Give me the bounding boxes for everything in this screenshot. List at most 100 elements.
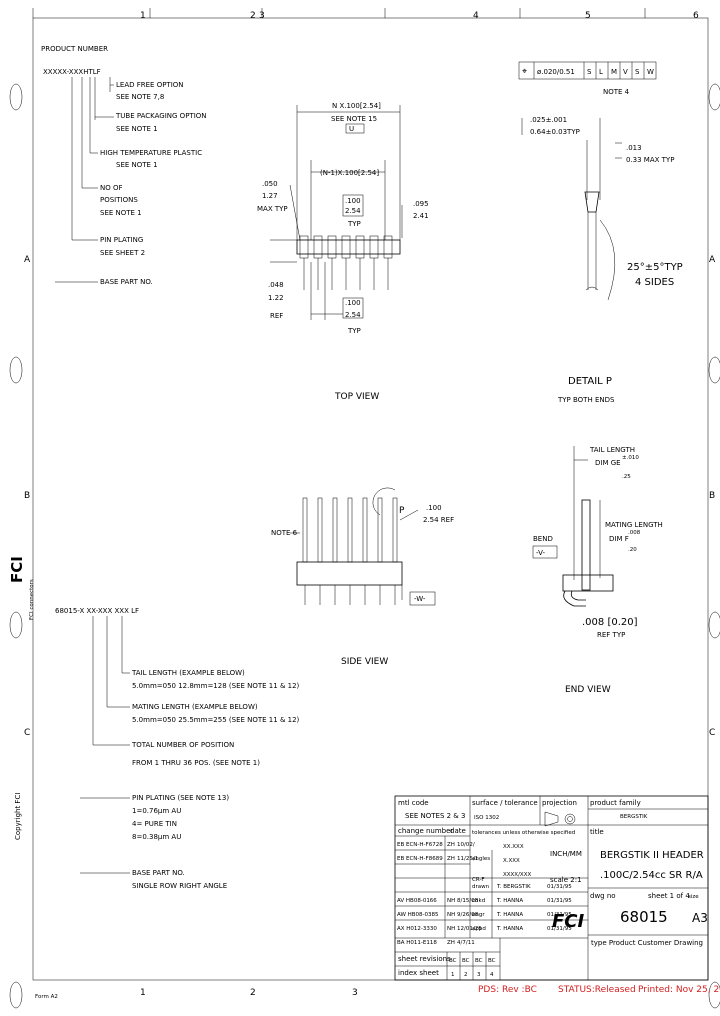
dim-typ-b: TYP — [347, 327, 361, 335]
zone-bottom-2: 2 — [250, 988, 256, 998]
sign-role: engr — [472, 912, 485, 918]
side-view: NOTE 6 -W- P .100 2.54 REF SIDE VIEW — [271, 487, 454, 667]
fci-logo-icon: FCI — [8, 556, 26, 583]
zone-top-5: 5 — [585, 11, 591, 21]
tolerance-modifier: L — [599, 68, 603, 76]
punch-hole — [9, 83, 23, 111]
svg-text:FCI: FCI — [552, 911, 585, 932]
dim-pitch: (N-1)X.100[2.54] — [320, 169, 379, 177]
dim-122: 1.22 — [268, 294, 284, 302]
detail-025: .025±.001 — [530, 116, 567, 124]
ordering-base-1: BASE PART NO. — [132, 869, 185, 877]
top-pin — [369, 235, 379, 259]
option-high-temp: HIGH TEMPERATURE PLASTIC — [100, 149, 202, 157]
signer-date: 01/31/95 — [547, 884, 572, 890]
option-positions-note: SEE NOTE 1 — [100, 209, 142, 217]
position-symbol: ⌖ — [522, 67, 527, 77]
ordering-plating-4: 8=0.38µm AU — [132, 833, 181, 841]
zone-bottom-3: 3 — [352, 988, 358, 998]
top-pin — [299, 235, 309, 259]
option-pin-plating: PIN PLATING — [100, 236, 143, 244]
side-pin — [392, 497, 398, 563]
change-author: ZH — [447, 856, 455, 862]
change-number: AX H012-3330 — [397, 926, 437, 932]
option-pin-plating-note: SEE SHEET 2 — [100, 249, 145, 257]
punch-hole — [9, 356, 23, 384]
top-pin — [313, 235, 323, 259]
ordering-base-2: SINGLE ROW RIGHT ANGLE — [132, 882, 227, 890]
detail-064: 0.64±0.03TYP — [530, 128, 580, 136]
sheet-index: 4 — [490, 972, 494, 978]
ordering-positions-2: FROM 1 THRU 36 POS. (SEE NOTE 1) — [132, 759, 260, 767]
tb-dim-2: X.XXX — [503, 858, 520, 864]
tb-cr: CR-F — [472, 877, 485, 883]
change-author: NH — [447, 898, 455, 904]
tolerance-modifier: S — [635, 68, 640, 76]
dim-254a: 2.54 — [345, 207, 361, 215]
option-tube-pack-note: SEE NOTE 1 — [116, 125, 158, 133]
ordering-tail-1: TAIL LENGTH (EXAMPLE BELOW) — [131, 669, 245, 677]
side-pin — [362, 497, 368, 563]
tb-dim-1: XX.XXX — [503, 844, 524, 850]
side-dim-254: 2.54 REF — [423, 516, 454, 524]
zone-top-6: 6 — [693, 11, 699, 21]
signer-name: T. HANNA — [496, 926, 523, 932]
side-view-label: SIDE VIEW — [341, 657, 388, 667]
signer-name: T. HANNA — [496, 912, 523, 918]
tb-change-hdr: change number — [398, 827, 453, 835]
detail-angle: 25°±5°TYP — [627, 262, 683, 273]
sheet-rev: BC — [462, 958, 470, 964]
change-author: NH — [447, 912, 455, 918]
change-author: ZH — [447, 842, 455, 848]
tb-dim-3: XXXX/XXX — [503, 872, 531, 878]
punch-hole — [708, 83, 720, 111]
dim-127: 1.27 — [262, 192, 278, 200]
detail-033: 0.33 MAX TYP — [626, 156, 674, 164]
tb-size: size — [688, 894, 699, 900]
change-number: AV HB08-0166 — [397, 898, 437, 904]
side-datum: -W- — [414, 595, 426, 603]
fci-tagline: FCI connectors — [29, 579, 35, 620]
detail-013: .013 — [626, 144, 642, 152]
sign-role: drawn — [472, 884, 490, 890]
change-date: 10/02/ — [457, 842, 475, 848]
tb-date-hdr: date — [450, 827, 466, 835]
tb-see-notes: SEE NOTES 2 & 3 — [405, 812, 465, 820]
option-positions: NO OF — [100, 184, 123, 192]
tail-25: .25 — [622, 474, 631, 480]
side-pin — [317, 497, 323, 563]
punch-hole — [9, 611, 23, 639]
sheet-rev: BC — [449, 958, 457, 964]
tb-index-label: index sheet — [398, 969, 439, 977]
top-view: N X.100[2.54] SEE NOTE 15 U (N-1)X.100[2… — [257, 102, 429, 402]
end-view-label: END VIEW — [565, 685, 611, 695]
ordering-code: 68015-X XX-XXX XXX LF — [55, 607, 139, 615]
dim-overall-note: SEE NOTE 15 — [331, 115, 377, 123]
tb-surface-val: ISO 1302 — [474, 815, 499, 821]
change-date: 12/01/25 — [457, 926, 482, 932]
dim-095: .095 — [413, 200, 429, 208]
change-date: 9/26/08 — [457, 912, 479, 918]
punch-hole — [708, 611, 720, 639]
bend-datum: -V- — [536, 549, 545, 557]
tb-surface: surface / tolerance — [472, 799, 538, 807]
zone-top-4: 4 — [473, 11, 479, 21]
side-pin — [347, 497, 353, 563]
sheet-index: 2 — [464, 972, 468, 978]
mating-008: .008 — [628, 530, 641, 536]
side-pin — [332, 497, 338, 563]
tb-title-1: BERGSTIK II HEADER — [600, 850, 704, 861]
dim-241: 2.41 — [413, 212, 429, 220]
option-lead-free-note: SEE NOTE 7,8 — [116, 93, 164, 101]
punch-hole — [708, 356, 720, 384]
ordering-tail-2: 5.0mm=050 12.8mm=128 (SEE NOTE 11 & 12) — [132, 682, 300, 690]
sheet-index: 1 — [451, 972, 455, 978]
signer-date: 01/31/95 — [547, 926, 572, 932]
signer-date: 01/31/95 — [547, 898, 572, 904]
copyright-text: Copyright FCI — [14, 793, 22, 840]
tb-units: INCH/MM — [550, 850, 582, 858]
dim-050: .050 — [262, 180, 278, 188]
signer-name: T. BERGSTIK — [496, 884, 531, 890]
option-base-part: BASE PART NO. — [100, 278, 153, 286]
